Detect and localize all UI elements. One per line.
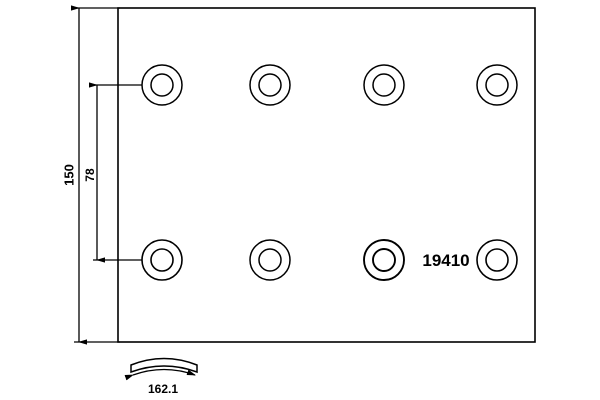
dimension-label-162-1: 162.1 — [148, 382, 178, 396]
dimension-overall-height: 150 — [61, 5, 120, 345]
rivet-hole — [141, 239, 183, 281]
rivet-hole — [363, 239, 405, 281]
arc-section-outline — [130, 357, 198, 374]
rivet-hole — [249, 239, 291, 281]
dimension-label-78: 78 — [83, 168, 97, 182]
lining-plate-outline — [117, 7, 536, 343]
rivet-hole — [141, 64, 183, 106]
lining-arc-section: 162.1 — [124, 357, 198, 396]
dimension-hole-spacing: 78 — [83, 82, 150, 263]
rivet-hole-row-bottom — [141, 239, 518, 281]
rivet-hole — [476, 64, 518, 106]
rivet-hole — [249, 64, 291, 106]
part-number-label: 19410 — [422, 251, 469, 270]
rivet-hole — [363, 64, 405, 106]
rivet-hole — [476, 239, 518, 281]
rivet-hole-row-top — [141, 64, 518, 106]
dimension-label-150: 150 — [61, 164, 76, 186]
arc-dimension-line — [124, 368, 196, 381]
